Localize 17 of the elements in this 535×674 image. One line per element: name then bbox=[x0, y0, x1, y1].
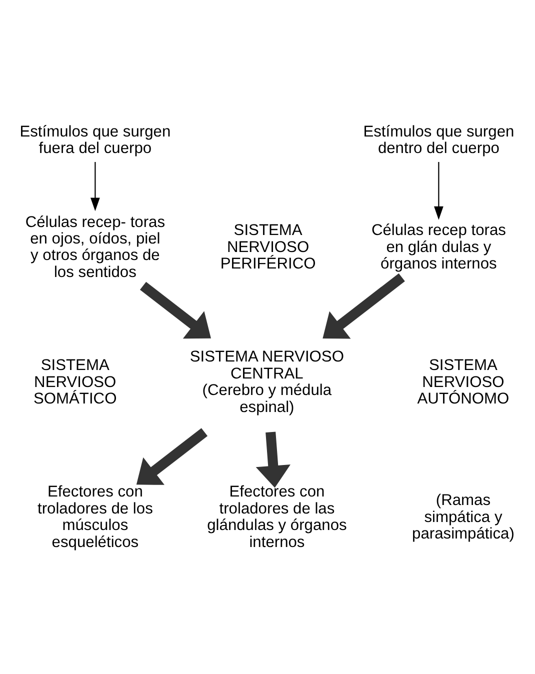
arrow bbox=[90, 161, 100, 211]
arrow bbox=[136, 428, 208, 484]
label: SISTEMA NERVIOSO SOMÁTICO bbox=[33, 356, 117, 408]
arrow bbox=[140, 281, 211, 338]
label: SISTEMA NERVIOSO AUTÓNOMO bbox=[417, 356, 510, 408]
node-text: Efectores con troladores de las glándulas y órganos internos bbox=[207, 483, 347, 550]
node-text: Estímulos que surgen fuera del cuerpo bbox=[20, 122, 171, 157]
node-text: Estímulos que surgen dentro del cuerpo bbox=[363, 122, 514, 157]
node-text: SISTEMA NERVIOSO CENTRAL (Cerebro y médula espinal) bbox=[190, 348, 344, 416]
label: (Ramas simpática y parasimpática) bbox=[412, 492, 514, 542]
arrow bbox=[256, 431, 290, 488]
node-text: Células recep toras en glán dulas y órganos internos bbox=[371, 222, 506, 272]
node-text: Efectores con troladores de los músculos esqueléticos bbox=[37, 483, 153, 550]
arrow bbox=[434, 161, 444, 220]
arrow bbox=[322, 272, 405, 338]
label: SISTEMA NERVIOSO PERIFÉRICO bbox=[220, 222, 316, 272]
node-text: Células recep- toras en ojos, oídos, piel y otros órganos de los sentidos bbox=[25, 213, 166, 280]
